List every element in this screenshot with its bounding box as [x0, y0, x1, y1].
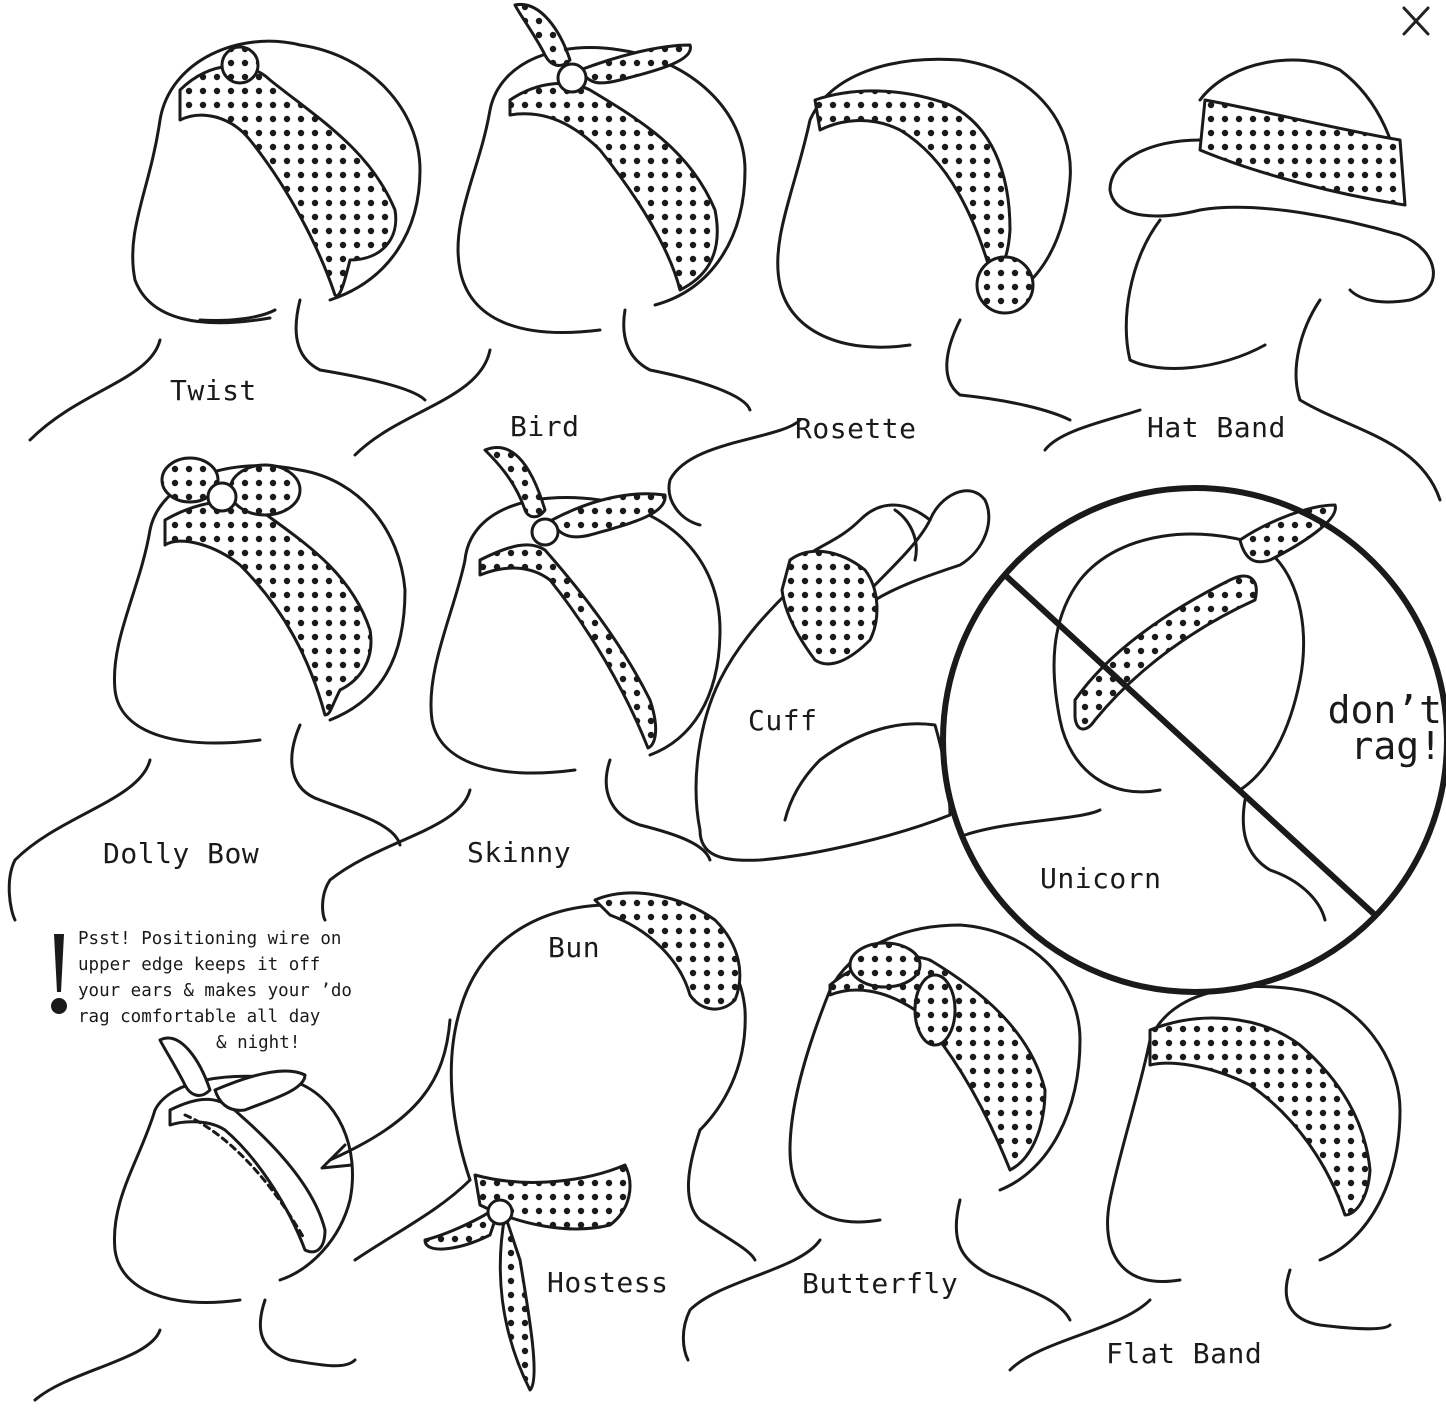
tip-line-5: & night!: [216, 1033, 301, 1053]
dont-rag-warning: don’t rag!: [1312, 688, 1442, 768]
close-icon: [1402, 6, 1430, 36]
label-dolly-bow: Dolly Bow: [103, 837, 260, 870]
flat-band-figure: [1008, 985, 1402, 1372]
tip-arrow-line: [328, 1018, 452, 1162]
cuff-scarf: [780, 549, 879, 666]
skinny-figure: [321, 496, 722, 922]
skinny-scarf: [478, 543, 658, 750]
butterfly-figure: [681, 923, 1082, 1362]
tip-line-4: rag comfortable all day: [78, 1007, 321, 1027]
label-skinny: Skinny: [467, 836, 572, 869]
unicorn-scarf: [1073, 574, 1258, 731]
hat-band-figure: [1043, 58, 1442, 502]
label-bird: Bird: [510, 410, 580, 443]
positioning-tip-note: Psst! Positioning wire on upper edge kee…: [78, 926, 398, 1056]
label-hostess: Hostess: [547, 1266, 669, 1299]
twist-scarf: [178, 64, 398, 298]
tip-line-3: your ears & makes your ’do: [78, 981, 352, 1001]
tip-line-2: upper edge keeps it off: [78, 955, 321, 975]
tip-scarf: [168, 1097, 327, 1254]
bun-scarf: [593, 891, 742, 1011]
unicorn-figure: [963, 532, 1327, 922]
label-rosette: Rosette: [795, 412, 917, 445]
tip-line-1: Psst! Positioning wire on: [78, 929, 342, 949]
bird-scarf: [508, 81, 719, 292]
hostess-scarf: [473, 1163, 632, 1231]
flat-band-scarf: [1148, 1016, 1372, 1217]
no-symbol-slash: [1002, 572, 1378, 918]
label-unicorn: Unicorn: [1040, 862, 1162, 895]
exclamation-icon: [51, 934, 67, 1014]
label-hat-band: Hat Band: [1147, 411, 1286, 444]
bird-figure: [353, 46, 752, 457]
label-bun: Bun: [548, 931, 601, 964]
label-butterfly: Butterfly: [802, 1267, 959, 1300]
dont-rag-line-2: rag!: [1350, 724, 1442, 768]
label-flat-band: Flat Band: [1106, 1337, 1263, 1370]
butterfly-scarf: [828, 954, 1047, 1172]
rosette-scarf: [813, 89, 1012, 273]
hat-band-scarf: [1198, 98, 1407, 207]
twist-figure: [28, 39, 427, 442]
dolly-bow-scarf: [163, 499, 373, 717]
cuff-figure: [694, 489, 991, 862]
rosette-figure: [667, 57, 1072, 527]
close-button[interactable]: [1392, 0, 1442, 44]
tip-arrow-head: [320, 1143, 354, 1170]
label-cuff: Cuff: [748, 704, 818, 737]
no-symbol-circle: [940, 485, 1446, 995]
tip-figure: [33, 1018, 452, 1402]
dont-rag-line-1: don’t: [1327, 688, 1442, 732]
label-twist: Twist: [170, 374, 257, 407]
